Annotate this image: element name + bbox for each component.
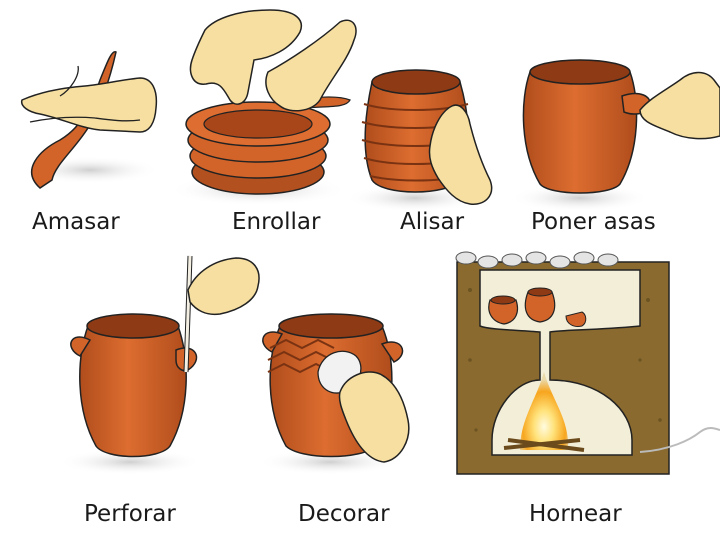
hand xyxy=(428,104,493,205)
hand-left xyxy=(189,9,302,105)
kiln-fire xyxy=(520,372,569,450)
pot-body xyxy=(79,325,187,458)
label-hornear: Hornear xyxy=(529,501,622,527)
label-enrollar: Enrollar xyxy=(232,209,321,235)
step-hornear-illustration xyxy=(455,251,720,475)
label-alisar: Alisar xyxy=(400,209,465,235)
step-alisar-illustration xyxy=(345,69,493,212)
smoke xyxy=(639,427,720,453)
hand xyxy=(338,371,410,463)
hand xyxy=(187,257,260,316)
handle-left xyxy=(262,331,284,353)
step-enrollar-illustration xyxy=(168,9,357,206)
hand-left xyxy=(20,77,158,133)
step-amasar-illustration xyxy=(20,51,160,189)
handle-left xyxy=(70,336,92,357)
label-perforar: Perforar xyxy=(84,501,176,527)
stones xyxy=(455,251,619,269)
clay-coil xyxy=(31,51,117,189)
kiln-pots xyxy=(488,287,587,327)
pot-body xyxy=(522,71,638,194)
step-poner-asas-illustration xyxy=(510,59,720,212)
hand-right xyxy=(29,116,141,123)
firewood xyxy=(503,438,585,452)
label-poner-asas: Poner asas xyxy=(531,209,656,235)
handle-right xyxy=(380,341,404,363)
step-perforar-illustration xyxy=(58,255,260,475)
step-decorar-illustration xyxy=(258,313,410,475)
hand xyxy=(639,71,720,140)
label-amasar: Amasar xyxy=(32,209,120,235)
kiln-chamber xyxy=(479,269,641,456)
label-decorar: Decorar xyxy=(298,501,390,527)
hand-right xyxy=(265,19,357,112)
